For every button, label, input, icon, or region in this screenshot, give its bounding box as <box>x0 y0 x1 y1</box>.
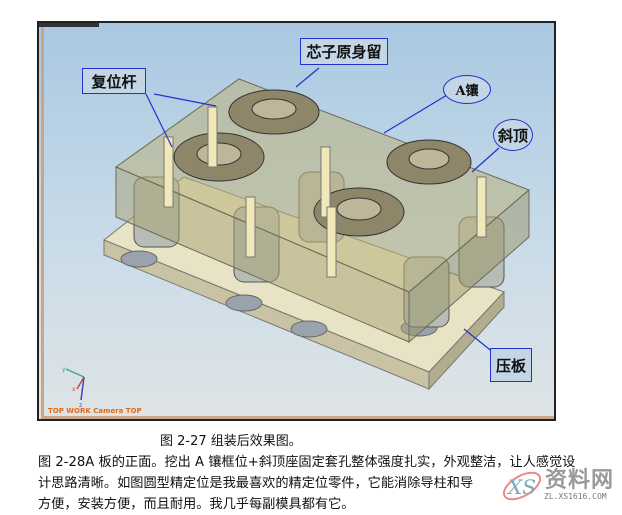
clamp-plate-side <box>428 290 505 391</box>
axis-x-label: x <box>72 386 76 393</box>
callout-core: 芯子原身留 <box>300 38 388 65</box>
paragraph-line: 计思路清晰。如图圆型精定位是我最喜欢的精定位零件，它能消除导柱和导 <box>38 476 474 491</box>
axis-triad: y x z <box>62 366 85 409</box>
camera-label: TOP WORK Camera TOP <box>48 407 142 415</box>
paragraph-line: 方便，安装方便，而且耐用。我几乎每副模具都有它。 <box>38 497 355 512</box>
watermark: XS 资料网 ZL.XS1616.COM <box>500 462 622 510</box>
paragraph-line: 图 2-28A 板的正面。挖出 A 镶框位+斜顶座固定套孔整体强度扎实，外观整洁… <box>38 455 576 470</box>
watermark-url: ZL.XS1616.COM <box>544 492 607 501</box>
cad-viewport: y x z TOP WORK Camera TOP <box>41 27 554 419</box>
body-paragraph: 图 2-28A 板的正面。挖出 A 镶框位+斜顶座固定套孔整体强度扎实，外观整洁… <box>38 452 608 515</box>
axis-z-label: z <box>79 402 82 409</box>
watermark-logo-icon: XS <box>502 471 542 501</box>
a-plate-side <box>408 188 530 344</box>
window-titlebar <box>39 23 99 27</box>
callout-lifter: 斜顶 <box>493 119 533 151</box>
mold-assembly-render: y x z <box>62 67 530 409</box>
ejector-pins <box>163 106 487 278</box>
svg-text:XS: XS <box>506 475 536 499</box>
axis-y-label: y <box>62 366 66 373</box>
figure-caption: 图 2-27 组装后效果图。 <box>160 434 302 449</box>
watermark-text: 资料网 <box>545 468 615 493</box>
callout-a-insert: A镶 <box>443 75 491 104</box>
callout-ejector-pin: 复位杆 <box>82 68 146 94</box>
callout-clamp-plate: 压板 <box>490 348 532 382</box>
